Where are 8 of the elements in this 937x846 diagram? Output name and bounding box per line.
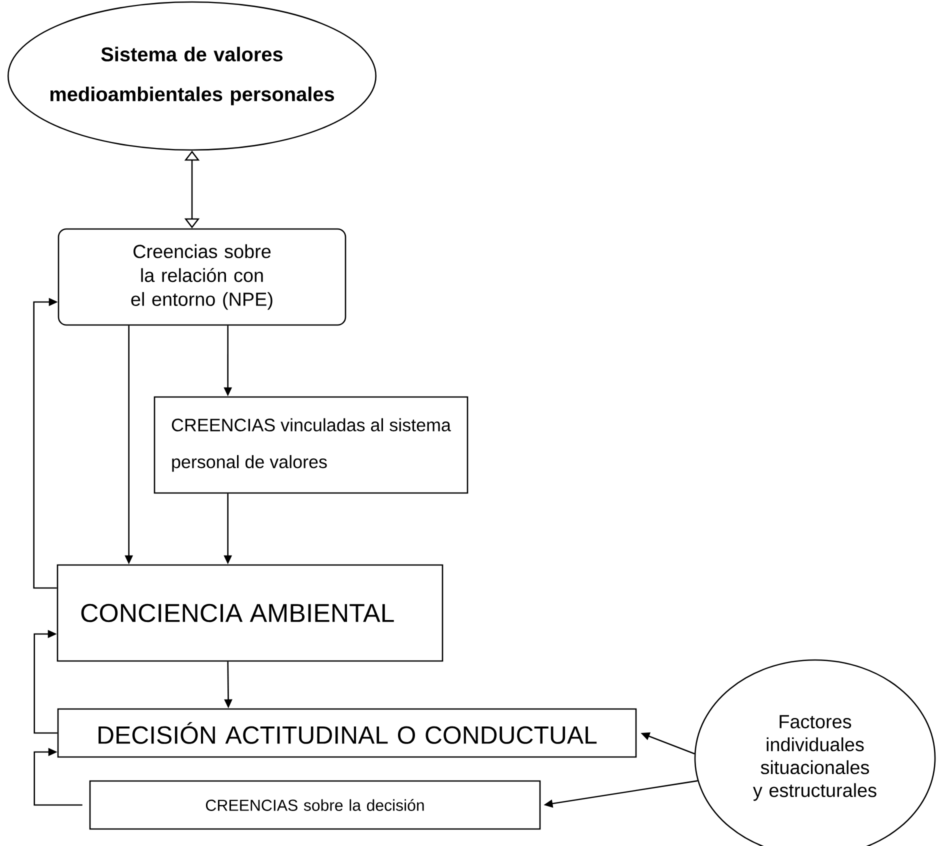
process-box: CREENCIAS sobre la decisión xyxy=(89,780,541,830)
arrow xyxy=(34,748,82,806)
rounded-box: Creencias sobre la relación con el entorno (NPE) xyxy=(58,228,346,326)
process-box: CREENCIAS vinculadas al sistema personal de valores xyxy=(154,396,468,494)
process-box: CONCIENCIA AMBIENTAL xyxy=(56,564,444,662)
arrow xyxy=(34,630,58,734)
process-box: DECISIÓN ACTITUDINAL O CONDUCTUAL xyxy=(57,708,637,758)
ellipse-node: Sistema de valores medioambientales personales xyxy=(8,1,376,151)
